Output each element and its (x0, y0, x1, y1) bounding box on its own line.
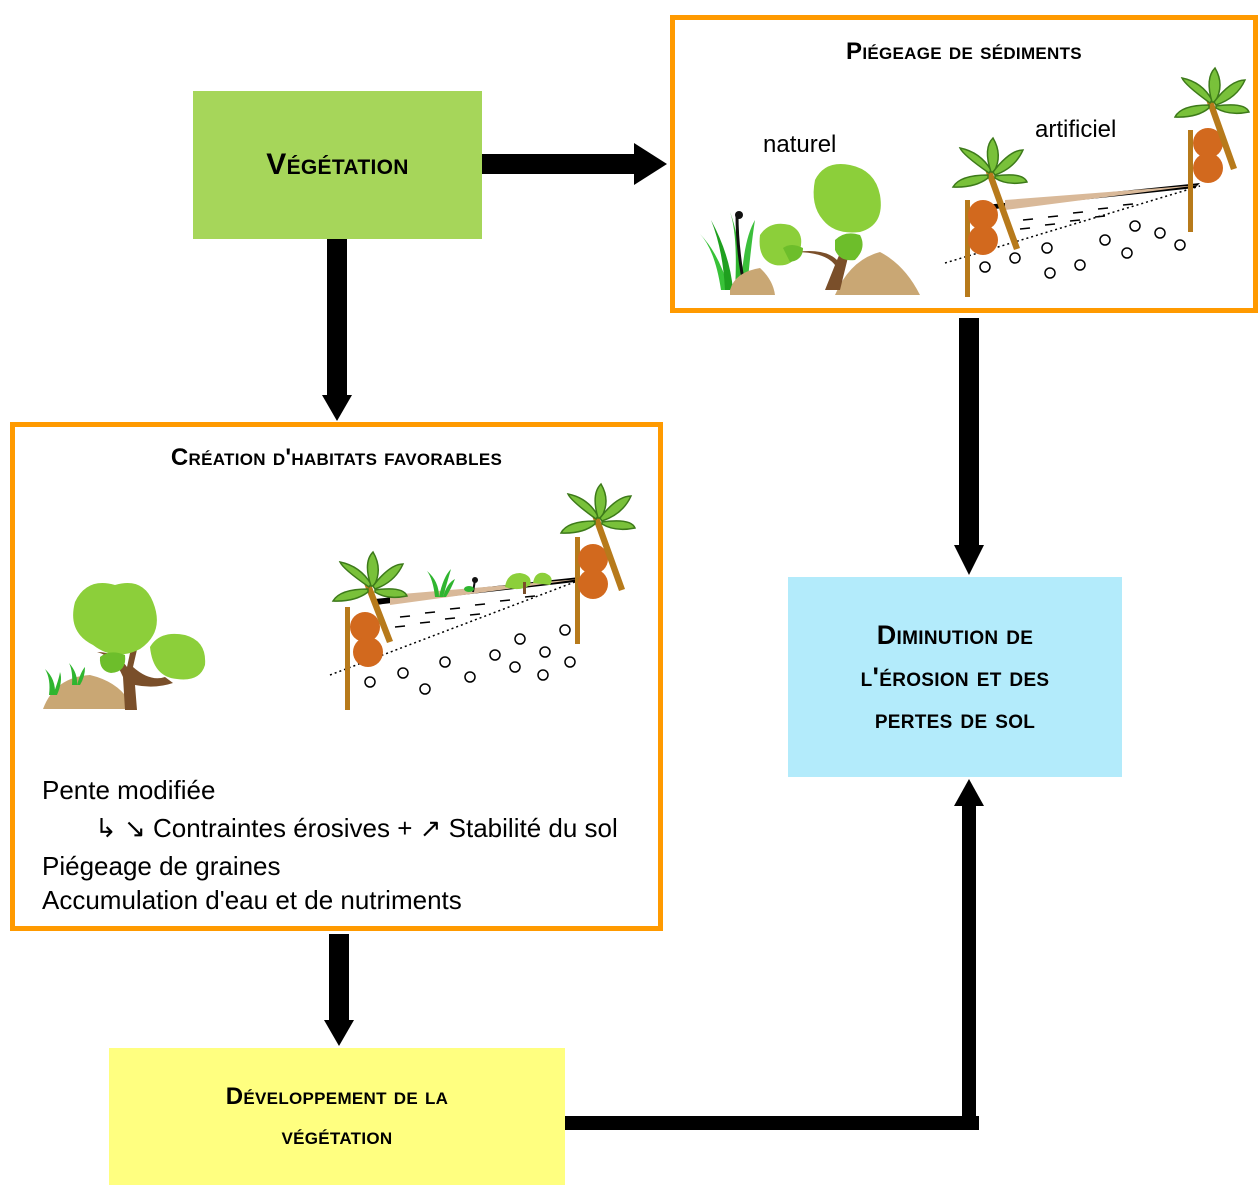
vegetation-title: Végétation (266, 148, 409, 181)
arrow-veg-to-trap (482, 154, 637, 174)
erosion-title-line1: Diminution de (876, 620, 1034, 650)
sediment-trapping-illustration (700, 66, 1251, 297)
mound-icon (835, 252, 920, 295)
arrow-veg-to-habitat-head (322, 395, 352, 421)
habitat-line-stability: ↳ ↘ Contraintes érosives + ↗ Stabilité d… (95, 813, 618, 843)
shrub-icon (73, 583, 206, 710)
natural-label: naturel (763, 131, 837, 158)
rock-icon (730, 268, 775, 295)
arrow-dev-to-erosion-v (962, 802, 976, 1130)
habitat-line-slope: Pente modifiée (42, 775, 216, 805)
development-title-line2: végétation (281, 1122, 393, 1150)
development-title-line1: Développement de la (225, 1082, 449, 1110)
sediment-trapping-box: Piégeage de sédiments naturel artificiel (670, 15, 1258, 313)
arrow-habitat-to-dev-head (324, 1020, 354, 1046)
erosion-reduction-box: Diminution de l'érosion et des pertes de… (788, 577, 1122, 777)
erosion-title-line2: l'érosion et des (860, 662, 1050, 692)
fascine-structure-icon (329, 482, 637, 710)
arrow-veg-to-trap-head (634, 143, 667, 185)
vegetation-development-box: Développement de la végétation (109, 1048, 565, 1185)
arrow-veg-to-habitat (327, 239, 347, 399)
mound-icon (43, 675, 133, 709)
habitat-creation-title: Création d'habitats favorables (170, 444, 503, 471)
habitat-line-nutrients: Accumulation d'eau et de nutriments (42, 885, 462, 915)
sediment-trapping-title: Piégeage de sédiments (846, 38, 1082, 65)
arrow-trap-to-erosion-head (954, 545, 984, 575)
habitat-line-seeds: Piégeage de graines (42, 851, 281, 881)
grass-tuft-icon (45, 663, 85, 695)
arrow-dev-to-erosion-h (565, 1116, 979, 1130)
habitat-creation-box: Création d'habitats favorables (10, 422, 663, 931)
vegetation-box: Végétation (193, 91, 482, 239)
artificial-label: artificiel (1035, 116, 1117, 143)
fascine-structure-icon (944, 66, 1251, 297)
erosion-title-line3: pertes de sol (874, 704, 1036, 734)
shrub-icon (759, 164, 881, 290)
habitat-illustration (43, 482, 637, 710)
arrow-trap-to-erosion (959, 318, 979, 549)
arrow-dev-to-erosion-head (954, 779, 984, 806)
arrow-habitat-to-dev (329, 934, 349, 1022)
